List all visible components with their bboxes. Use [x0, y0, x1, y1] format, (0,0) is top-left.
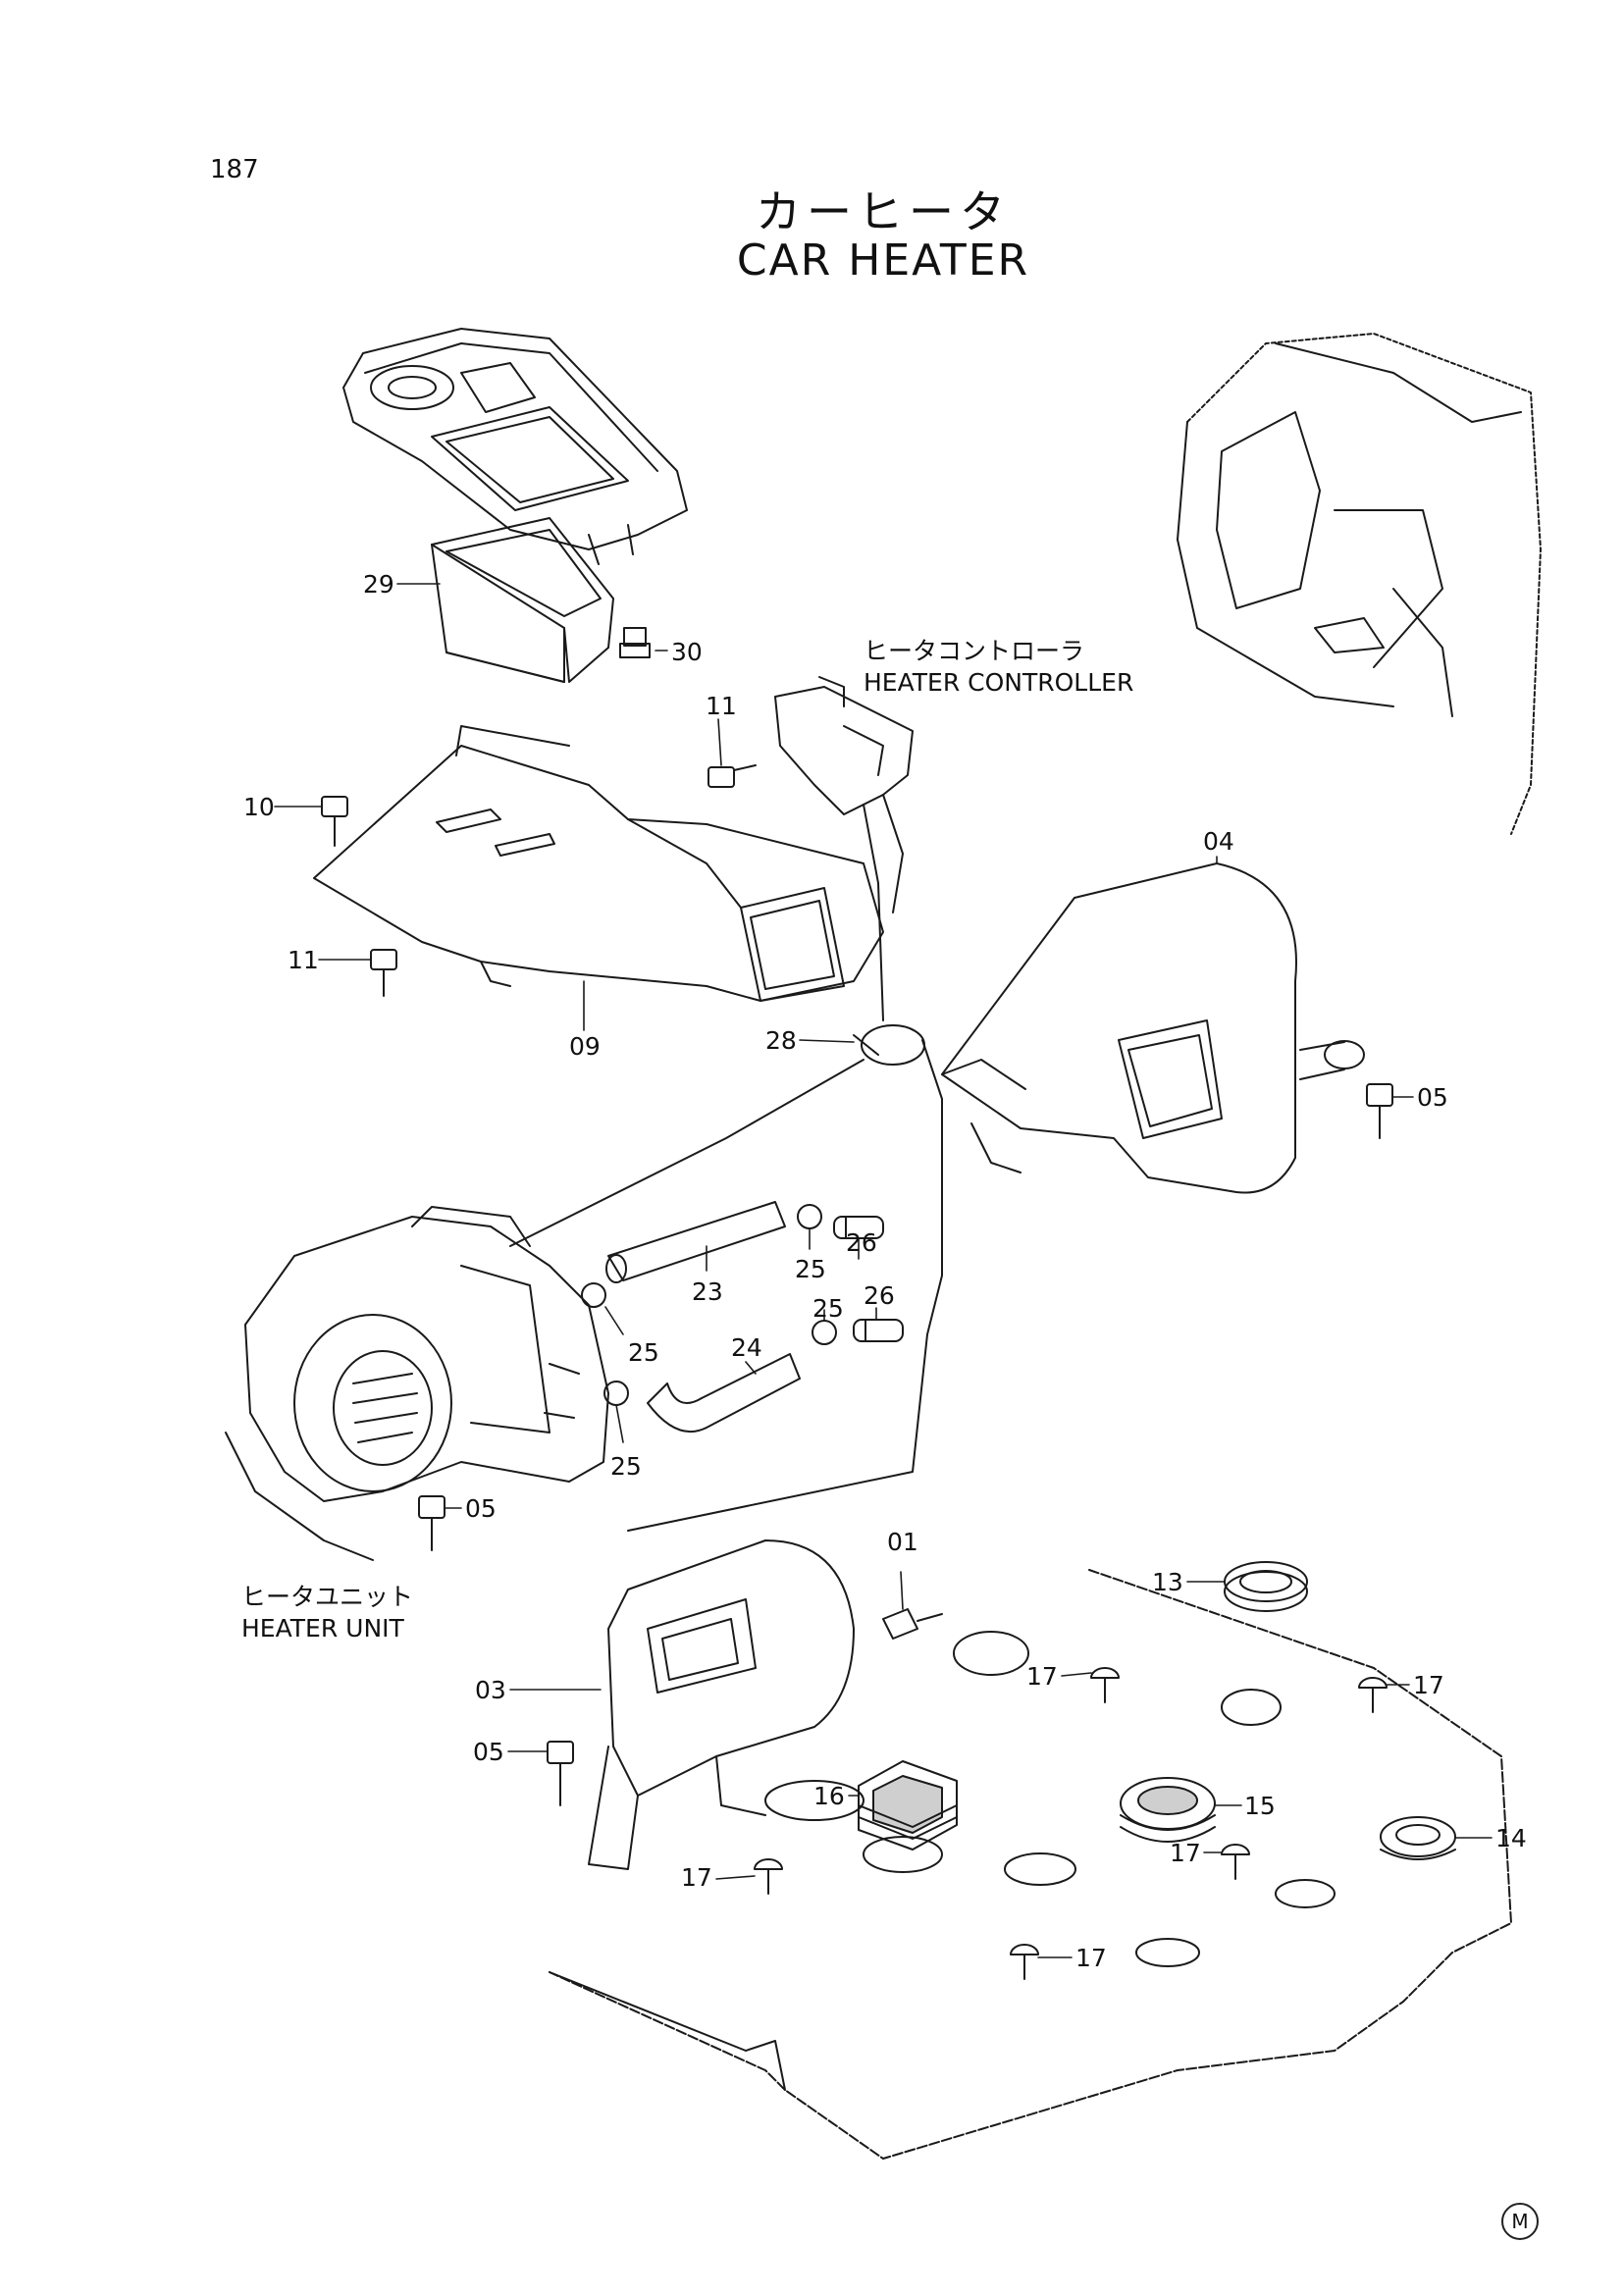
grommet-part-13-icon: [1224, 1561, 1308, 1612]
hose-clamp-part-25c-icon: [812, 1320, 837, 1345]
label-part-25: 25: [628, 1338, 659, 1367]
leader-lines: [274, 583, 1493, 1958]
duct-part-04: [941, 862, 1365, 1194]
manufacturer-mark: M: [1501, 2203, 1539, 2240]
page-title: CAR HEATER: [736, 235, 1030, 286]
bolt-part-10-icon: [321, 796, 348, 847]
plug-part-17a-icon: [1090, 1667, 1120, 1703]
fitting-part-26b-icon: [853, 1319, 904, 1342]
heater-unit-caption: ヒータユニット HEATER UNIT: [241, 1582, 413, 1644]
label-part-17: 17: [1170, 1839, 1201, 1867]
label-part-16: 16: [813, 1782, 845, 1810]
cab-outline: [1177, 333, 1542, 835]
label-part-29: 29: [363, 570, 394, 599]
hose-part-24: [647, 1353, 801, 1433]
label-part-17: 17: [1026, 1662, 1058, 1691]
plug-part-17e-icon: [1010, 1944, 1039, 1980]
label-part-05: 05: [465, 1494, 497, 1523]
plug-part-17b-icon: [1358, 1677, 1388, 1713]
heater-controller-caption-jp: ヒータコントローラ: [864, 637, 1085, 665]
label-part-10: 10: [243, 793, 275, 821]
label-part-24: 24: [731, 1333, 762, 1362]
label-part-25: 25: [610, 1452, 642, 1481]
label-part-13: 13: [1152, 1568, 1183, 1596]
plug-part-17c-icon: [754, 1858, 783, 1895]
heater-controller-caption: ヒータコントローラ HEATER CONTROLLER: [864, 636, 1133, 699]
cable-clamp-part-28: [509, 1024, 943, 1532]
label-part-25: 25: [795, 1255, 826, 1283]
bolt-part-05a-icon: [1366, 1083, 1393, 1139]
label-part-26: 26: [864, 1281, 895, 1310]
grommet-part-15-icon: [1120, 1777, 1216, 1843]
duct-assembly-part-09: [313, 725, 884, 1002]
heater-unit-caption-en: HEATER UNIT: [241, 1614, 404, 1642]
label-part-17: 17: [681, 1863, 712, 1892]
label-part-05: 05: [1417, 1083, 1448, 1112]
bolt-part-05c-icon: [547, 1741, 574, 1806]
storage-tray-part-29: [431, 517, 614, 683]
label-part-30: 30: [671, 638, 703, 666]
floor-plate: [549, 1569, 1512, 2160]
heater-unit-caption-jp: ヒータユニット: [241, 1583, 414, 1611]
label-part-11: 11: [706, 692, 737, 720]
heater-controller-caption-en: HEATER CONTROLLER: [864, 668, 1134, 697]
cover-part-03: [588, 1539, 855, 1870]
hose-part-23: [605, 1201, 786, 1283]
label-part-28: 28: [765, 1026, 797, 1055]
label-part-09: 09: [569, 1032, 601, 1061]
hose-clamp-part-25b-icon: [581, 1282, 606, 1308]
label-part-01: 01: [887, 1528, 918, 1556]
page-number: 187: [210, 155, 259, 184]
label-part-04: 04: [1203, 827, 1234, 856]
bushing-part-16-icon: [858, 1760, 958, 1851]
label-part-03: 03: [475, 1676, 506, 1704]
label-part-26: 26: [846, 1228, 877, 1257]
label-part-17: 17: [1413, 1671, 1444, 1699]
heater-controller-module: [774, 676, 914, 1021]
plug-part-17d-icon: [1221, 1844, 1250, 1880]
part-number-labels: 29 30 11 10 11 09 28 04 05 26 25 23 25 2…: [243, 570, 1527, 1972]
bolt-part-05b-icon: [418, 1495, 445, 1551]
label-part-14: 14: [1495, 1824, 1527, 1852]
hose-clamp-part-25a-icon: [797, 1204, 822, 1229]
label-part-11: 11: [288, 946, 319, 974]
label-part-25: 25: [812, 1294, 844, 1323]
label-part-15: 15: [1244, 1792, 1276, 1820]
label-part-17: 17: [1075, 1944, 1107, 1972]
console-assembly: [342, 328, 688, 565]
label-part-23: 23: [692, 1277, 723, 1306]
page-title-japanese: カーヒータ: [756, 185, 1011, 238]
screw-part-01-icon: [882, 1608, 943, 1640]
bolt-part-11b-icon: [707, 764, 757, 788]
grommet-part-14-icon: [1380, 1816, 1456, 1860]
screw-part-30-icon: [619, 627, 651, 658]
bolt-part-11a-icon: [370, 949, 397, 997]
heater-unit-assembly: [225, 1206, 609, 1561]
label-part-05: 05: [473, 1738, 504, 1766]
